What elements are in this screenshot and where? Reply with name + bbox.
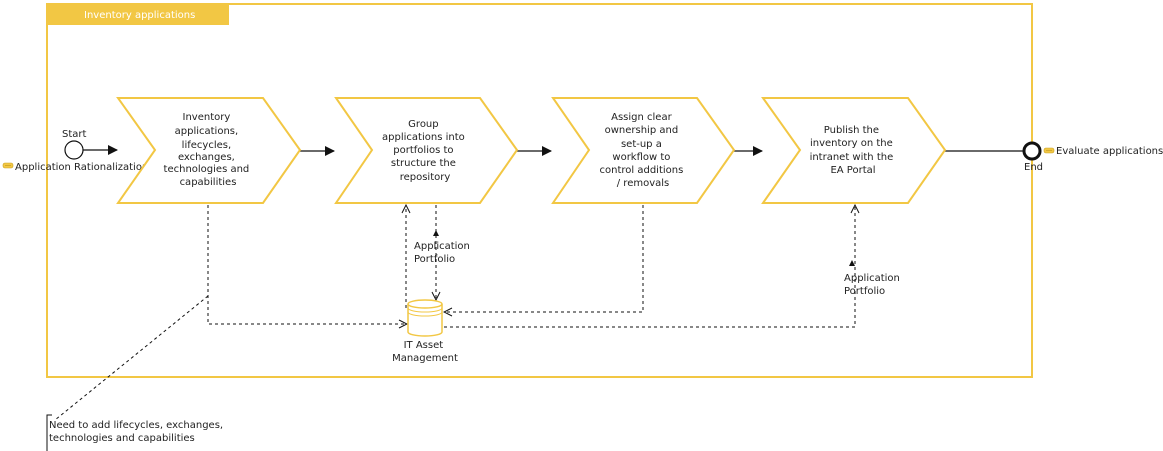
pool-frame[interactable] [46, 3, 1033, 378]
svg-text:Assign clear ownership a: Assign clear ownership and set-up a work… [600, 112, 687, 189]
assoc-step3-to-datastore[interactable] [444, 205, 644, 312]
svg-text:Publish the inventory on: Publish the inventory on the intranet wi… [810, 125, 897, 176]
step-text-line: control additions [600, 165, 684, 176]
step-text-line: Publish the [824, 125, 879, 136]
annotation-connector[interactable] [54, 295, 209, 421]
pool-title: Inventory applications [84, 10, 195, 21]
step-assign-ownership[interactable]: Assign clear ownership and set-up a work… [551, 97, 736, 204]
step-publish-inventory[interactable]: Publish the inventory on the intranet wi… [761, 97, 947, 204]
step-group-applications[interactable]: Group applications into portfolios to st… [334, 97, 519, 204]
step-text-line: ownership and [605, 125, 679, 136]
end-result-label: Evaluate applications [1056, 146, 1163, 157]
step-text-line: applications, [175, 126, 239, 137]
svg-text:Group applications into: Group applications into portfolios to st… [382, 119, 468, 183]
step-text-line: applications into [382, 132, 465, 143]
assoc-step1-to-datastore[interactable] [207, 205, 407, 324]
step-text-line: Inventory [183, 112, 231, 123]
step-text-line: capabilities [180, 177, 237, 188]
pool-header[interactable] [47, 4, 229, 25]
step-text-line: inventory on the [810, 138, 893, 149]
step-text-line: intranet with the [810, 152, 894, 163]
step-text-line: lifecycles, [182, 140, 231, 151]
end-label: End [1024, 162, 1043, 173]
end-event[interactable] [1022, 141, 1042, 161]
step-text-line: portfolios to [393, 145, 453, 156]
step-text-line: exchanges, [178, 152, 235, 163]
datastore-label: IT Asset Management [392, 340, 458, 364]
start-label: Start [62, 129, 87, 140]
data-flow-marker [849, 260, 855, 266]
step-text-line: Group [408, 119, 438, 130]
data-flow-marker [433, 230, 439, 236]
step-text-line: Assign clear [611, 112, 672, 123]
step-text-line: EA Portal [830, 165, 875, 176]
key-icon [2, 162, 14, 169]
step-text-line: workflow to [612, 152, 670, 163]
step-text-line: / removals [617, 178, 670, 189]
step-text-line: technologies and [164, 164, 250, 175]
datastore-it-asset-management[interactable] [407, 299, 443, 337]
key-icon [1043, 147, 1055, 154]
assoc-datastore-to-step4[interactable] [444, 205, 855, 328]
step-text-line: set-up a [621, 139, 662, 150]
start-trigger-label: Application Rationalization [15, 162, 148, 173]
svg-text:Inventory applications,: Inventory applications, lifecycles, exch… [164, 112, 253, 188]
start-event[interactable] [64, 140, 84, 160]
step-inventory-applications[interactable]: Inventory applications, lifecycles, exch… [116, 97, 302, 204]
annotation-text: Need to add lifecycles, exchanges, techn… [49, 420, 226, 444]
data-flow-label: Application Portfolio [844, 273, 903, 297]
annotation-bracket[interactable] [46, 414, 52, 451]
step-text-line: structure the [391, 158, 456, 169]
step-text-line: repository [400, 172, 451, 183]
data-flow-label: Application Portfolio [414, 241, 473, 265]
